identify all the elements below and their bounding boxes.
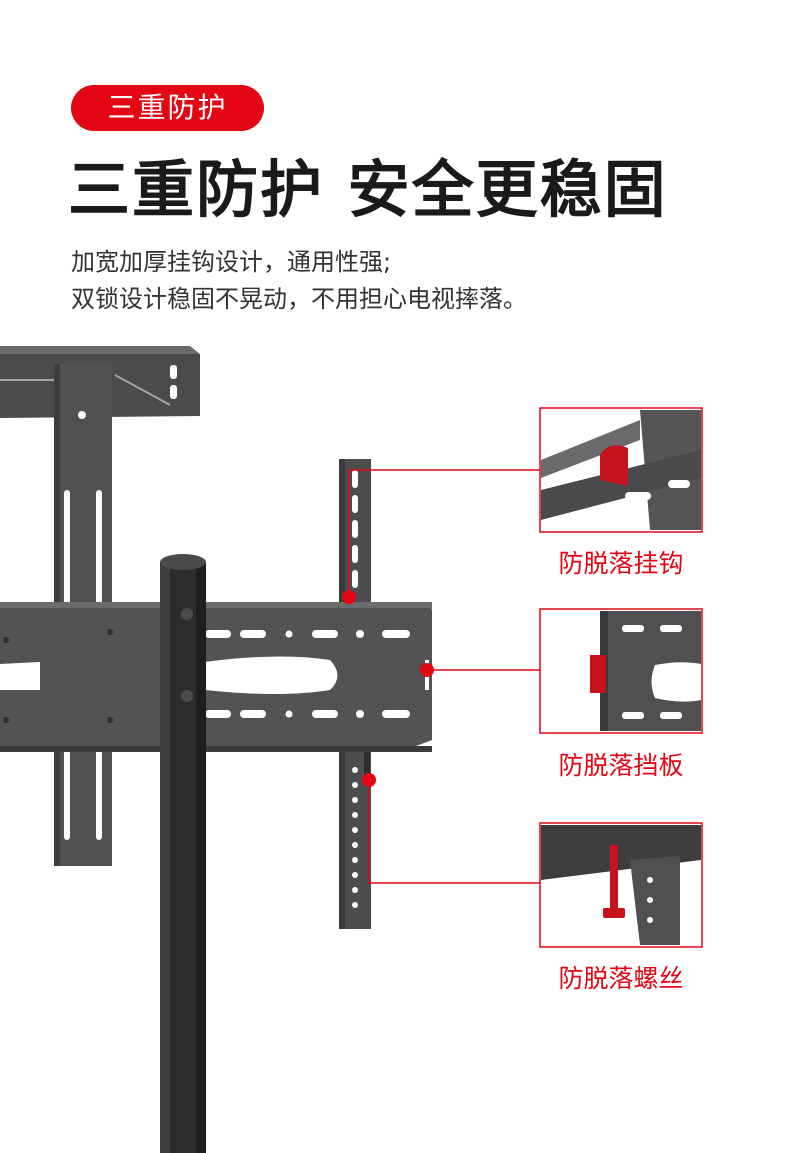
baffle-caption: 防脱落挡板	[558, 751, 684, 780]
baffle-detail-photo	[539, 608, 703, 734]
screw-leader-line	[368, 780, 540, 884]
description-line-2: 双锁设计稳固不晃动，不用担心电视摔落。	[71, 285, 527, 313]
hook-leader-line	[348, 469, 540, 597]
screw-caption: 防脱落螺丝	[558, 964, 684, 993]
hook-detail-photo	[539, 407, 703, 533]
horizontal-plate	[0, 602, 432, 752]
page-title: 三重防护 安全更稳固	[68, 153, 668, 226]
stand-pole	[160, 554, 206, 1153]
section-badge: 三重防护	[71, 85, 264, 131]
screw-detail-photo	[539, 822, 703, 948]
hook-caption: 防脱落挂钩	[558, 549, 684, 578]
description-line-1: 加宽加厚挂钩设计，通用性强;	[71, 248, 392, 276]
